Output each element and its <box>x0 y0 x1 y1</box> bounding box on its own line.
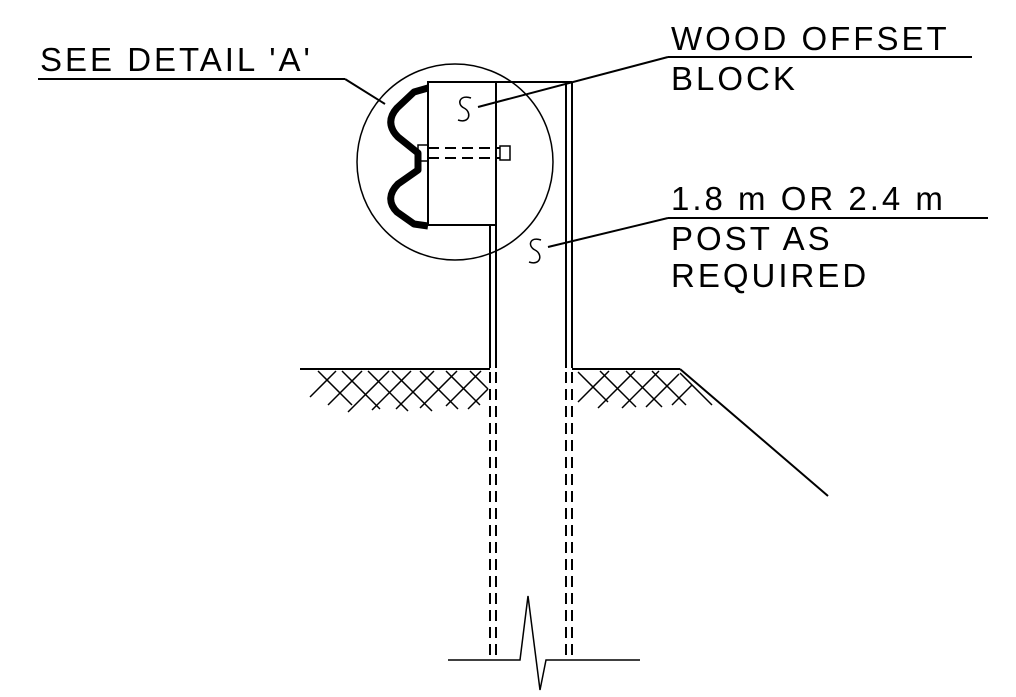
post-length-label-line3: REQUIRED <box>671 257 869 294</box>
wood-offset-label-line1: WOOD OFFSET <box>671 20 950 57</box>
break-line-icon <box>448 595 640 691</box>
post-section-marker-icon <box>528 238 542 264</box>
bolt-head <box>417 144 429 162</box>
w-beam-rail <box>387 84 429 230</box>
bolt-nut <box>499 145 511 161</box>
post-length-label-line2: POST AS <box>671 220 833 257</box>
wood-offset-label-line2: BLOCK <box>671 60 798 97</box>
post-length-label-line1: 1.8 m OR 2.4 m <box>671 180 946 217</box>
detail-a-circle <box>356 63 554 261</box>
earth-hatch-right <box>577 370 713 409</box>
wood-offset-block <box>427 81 497 226</box>
see-detail-label: SEE DETAIL 'A' <box>40 41 313 78</box>
embankment-slope <box>679 368 829 497</box>
post-length-leader <box>547 217 669 248</box>
earth-hatch-left <box>309 370 489 413</box>
wood-section-marker-icon <box>457 96 472 122</box>
